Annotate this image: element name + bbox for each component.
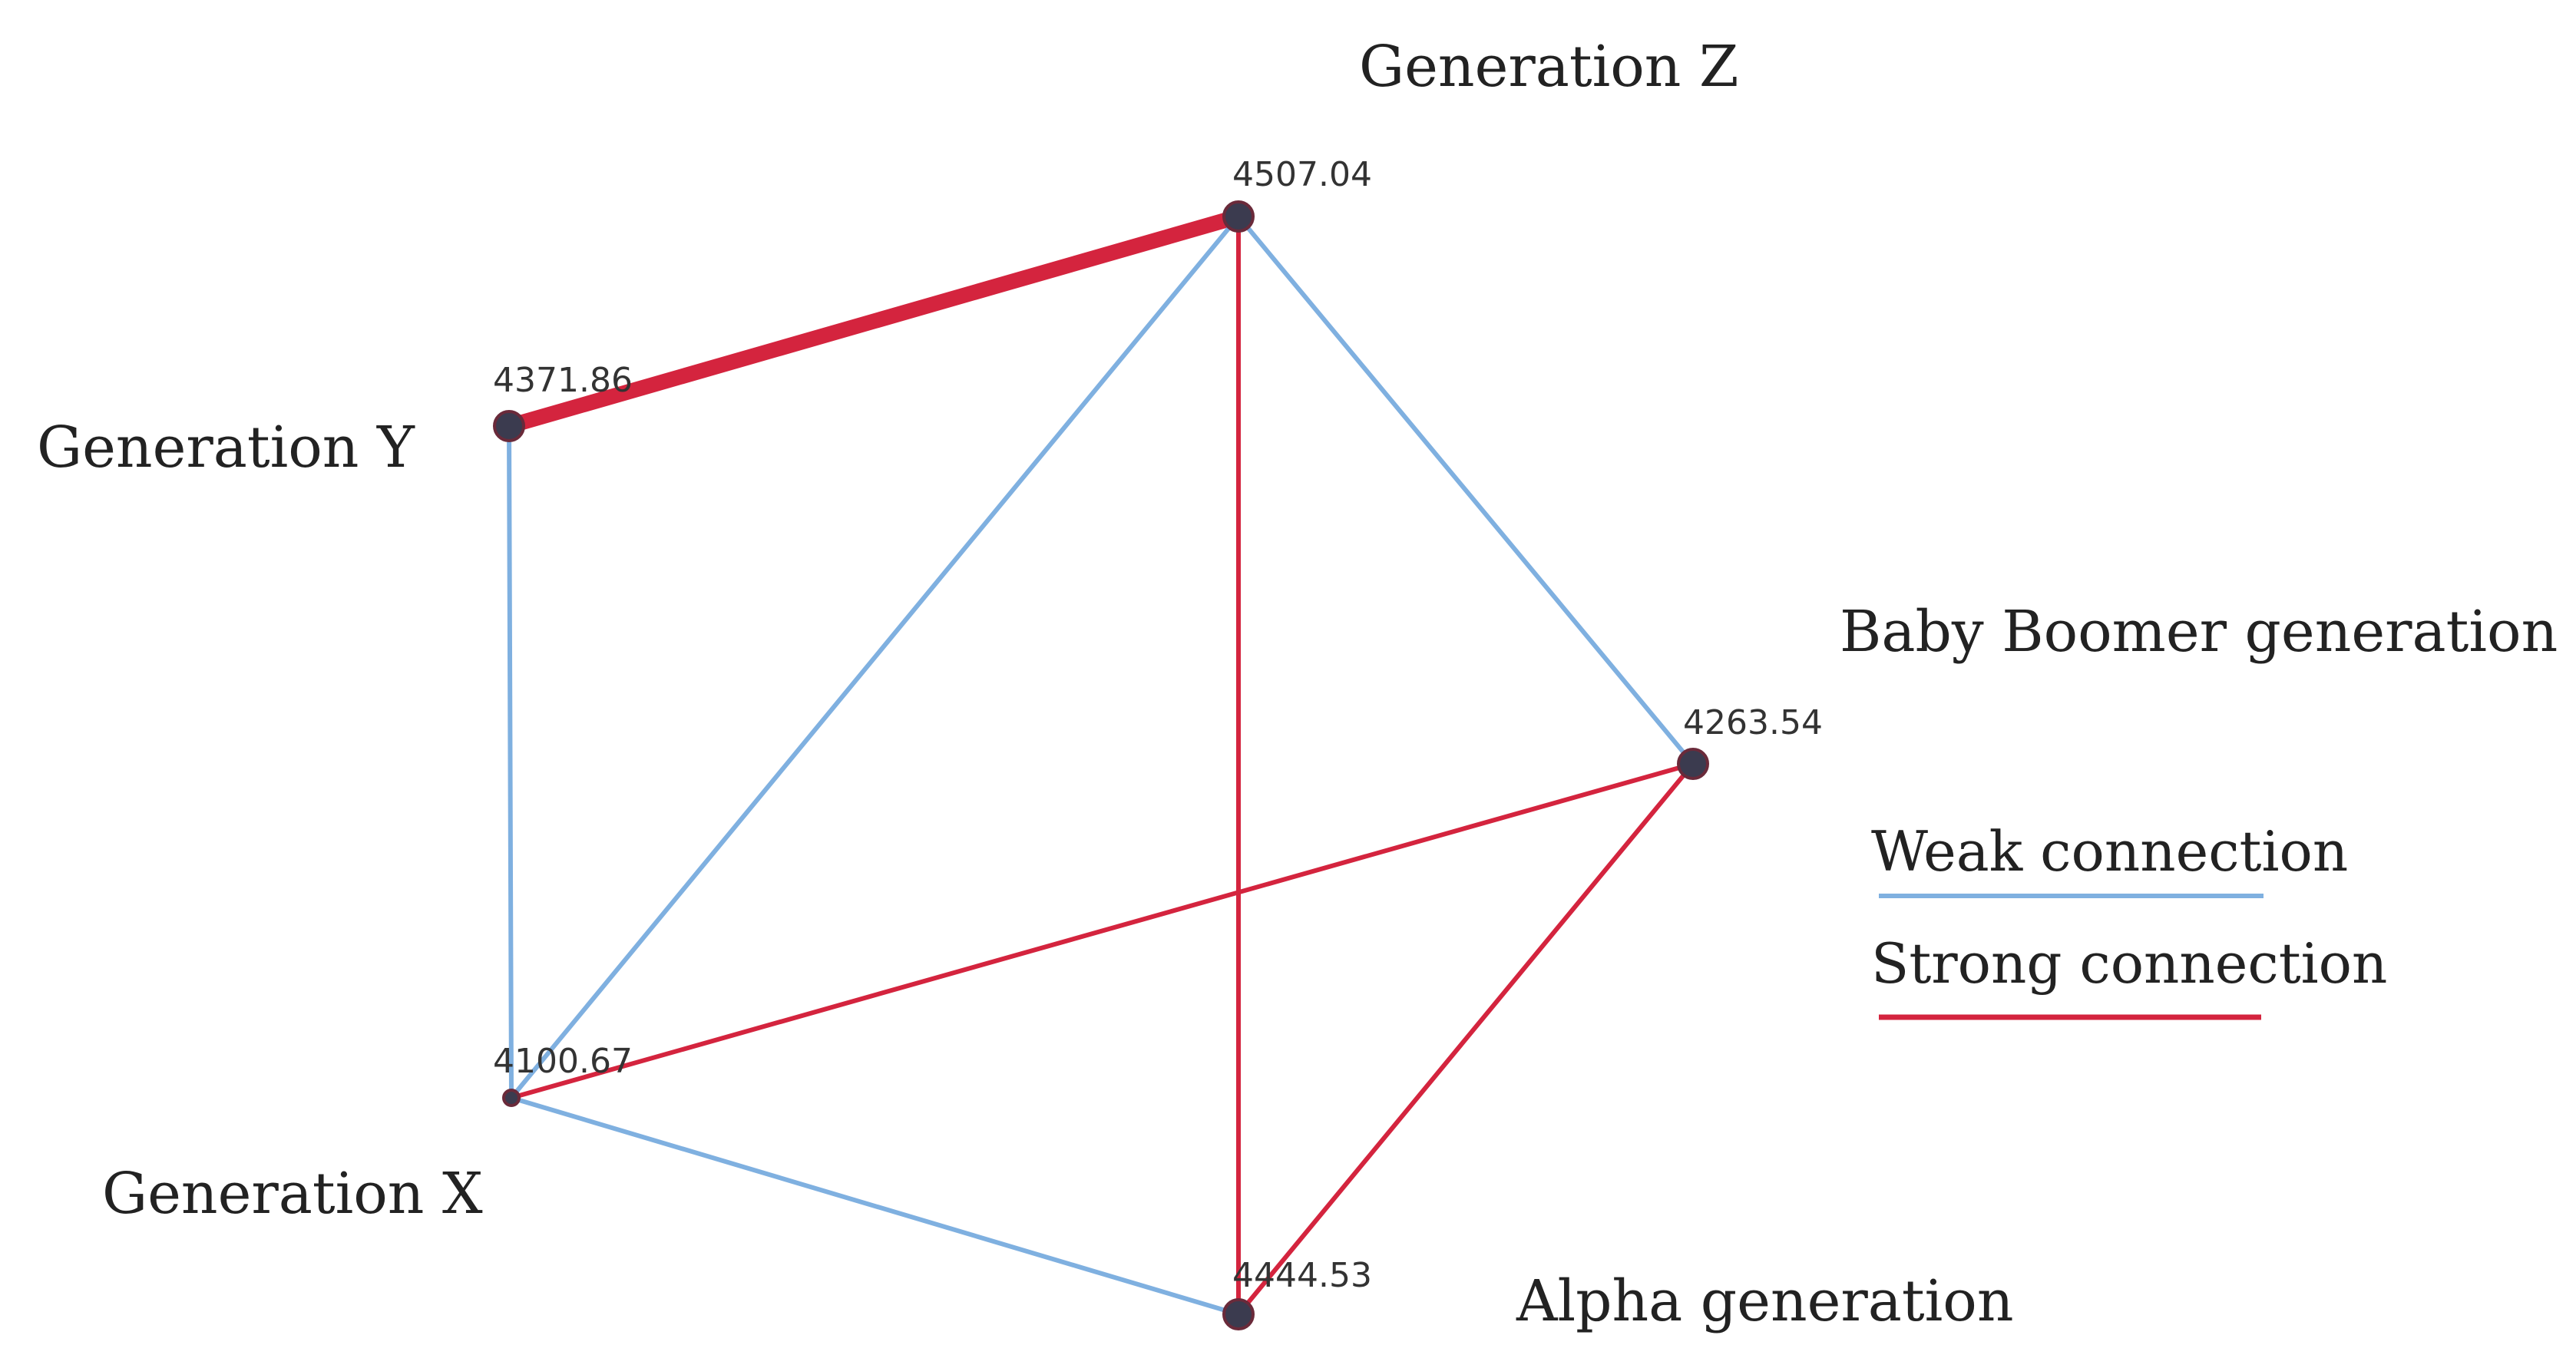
legend-weak-label: Weak connection [1871, 819, 2348, 884]
nodes-layer [493, 200, 1709, 1330]
label-generation-y: Generation Y [37, 415, 415, 481]
edge-gen_z-boomer-weak [1236, 214, 1695, 766]
edge-gen_y-gen_x-weak [507, 424, 514, 1100]
node-generation-x [502, 1089, 521, 1107]
legend: Weak connection Strong connection [1871, 819, 2387, 1020]
edge-gen_x-boomer-strong [509, 762, 1695, 1100]
value-generation-z: 4507.04 [1232, 155, 1372, 194]
node-alpha-generation [1222, 1298, 1255, 1330]
value-generation-y: 4371.86 [493, 361, 633, 400]
label-generation-z: Generation Z [1359, 34, 1738, 100]
value-alpha-generation: 4444.53 [1232, 1256, 1372, 1295]
label-alpha-generation: Alpha generation [1516, 1268, 2014, 1334]
legend-strong-label: Strong connection [1871, 931, 2387, 996]
node-baby-boomer [1677, 748, 1709, 780]
edge-gen_y-gen_z-strong [501, 209, 1246, 434]
value-baby-boomer: 4263.54 [1683, 703, 1823, 742]
label-baby-boomer: Baby Boomer generation [1840, 599, 2558, 665]
label-generation-x: Generation X [102, 1161, 483, 1227]
value-generation-x: 4100.67 [493, 1042, 633, 1081]
edge-boomer-alpha-strong [1236, 762, 1695, 1317]
node-generation-y [493, 410, 525, 442]
node-generation-z [1222, 200, 1255, 233]
edge-gen_z-gen_x-weak [509, 214, 1241, 1100]
edge-gen_x-alpha-weak [509, 1096, 1241, 1317]
edges-layer [501, 209, 1695, 1317]
